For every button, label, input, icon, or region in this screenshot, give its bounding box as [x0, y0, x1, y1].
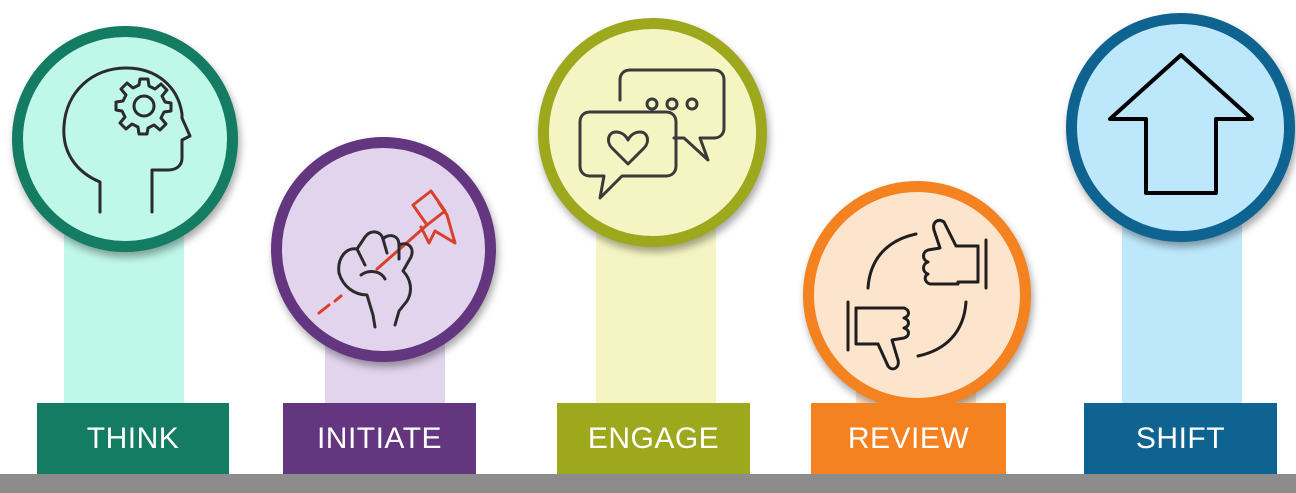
think-circle: [12, 26, 238, 252]
initiate-label: INITIATE: [283, 403, 476, 474]
engage-stem: [596, 190, 716, 405]
review-label: REVIEW: [811, 403, 1006, 474]
engage-circle: [538, 18, 767, 247]
engage-label: ENGAGE: [557, 403, 750, 474]
thumbs-up-down-icon: [846, 218, 988, 371]
think-stem: [64, 190, 184, 405]
chat-bubbles-icon: [578, 68, 725, 199]
review-stem: [856, 330, 976, 405]
review-circle: [803, 181, 1031, 409]
shift-stem: [1122, 200, 1242, 405]
initiate-circle: [271, 137, 496, 362]
shift-label: SHIFT: [1084, 403, 1277, 474]
head-gear-icon: [62, 66, 192, 214]
up-arrow-icon: [1107, 52, 1254, 195]
fist-flag-icon: [317, 189, 456, 328]
think-label: THINK: [37, 403, 229, 474]
initiate-stem: [325, 300, 445, 405]
base-bar: [0, 474, 1296, 493]
shift-circle: [1066, 13, 1295, 242]
